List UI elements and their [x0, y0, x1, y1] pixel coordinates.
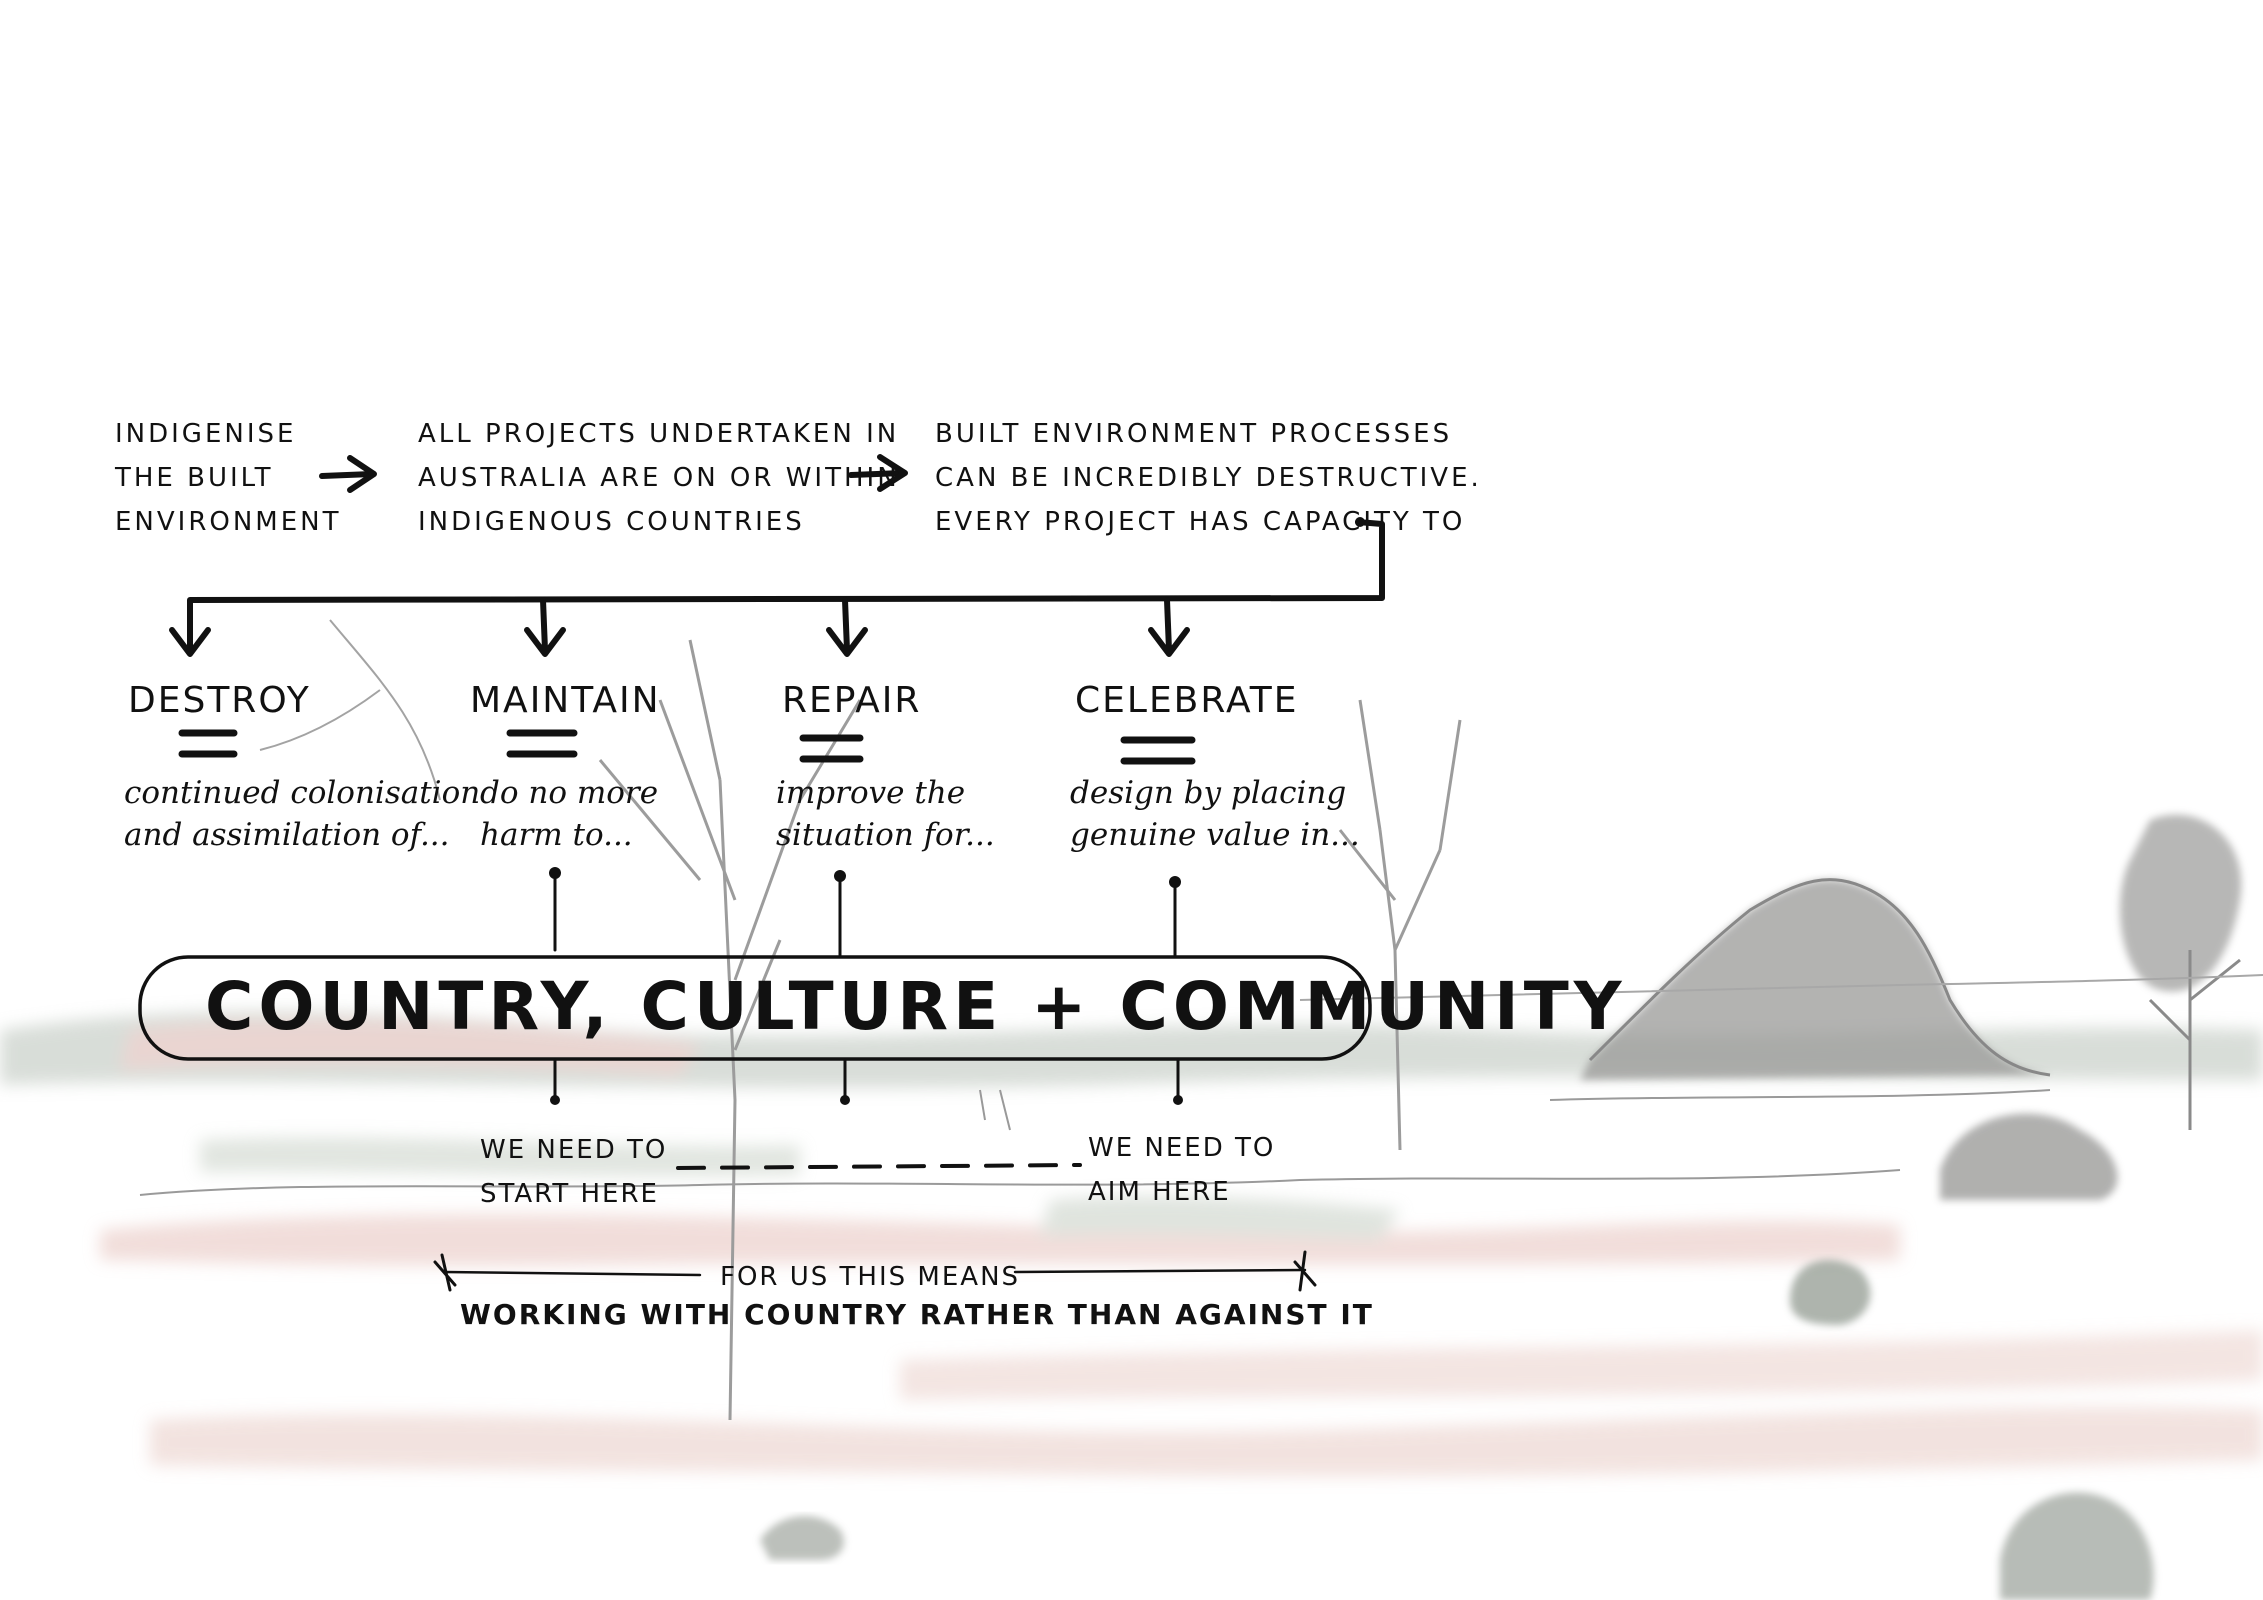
means-label: FOR US THIS MEANS: [720, 1262, 1021, 1292]
banner-title: COUNTRY, CULTURE + COMMUNITY: [205, 968, 1627, 1045]
intro-col-2: ALL PROJECTS UNDERTAKEN IN AUSTRALIA ARE…: [418, 412, 900, 544]
option-celebrate-label: CELEBRATE: [1075, 680, 1299, 721]
text-line: START HERE: [480, 1179, 659, 1209]
option-celebrate-desc: design by placing genuine value in...: [1070, 772, 1360, 856]
text-line: BUILT ENVIRONMENT PROCESSES: [935, 419, 1453, 449]
option-maintain-desc: do no more harm to...: [480, 772, 658, 856]
text-line: WE NEED TO: [1088, 1133, 1276, 1163]
option-maintain-label: MAINTAIN: [470, 680, 661, 721]
text-line: INDIGENOUS COUNTRIES: [418, 507, 805, 537]
text-line: ENVIRONMENT: [115, 507, 342, 537]
text-line: genuine value in...: [1070, 817, 1360, 853]
option-destroy-label: DESTROY: [128, 680, 311, 721]
option-repair-desc: improve the situation for...: [776, 772, 995, 856]
text-line: and assimilation of...: [124, 817, 450, 853]
option-repair-label: REPAIR: [782, 680, 922, 721]
text-line: ALL PROJECTS UNDERTAKEN IN: [418, 419, 900, 449]
text-line: do no more: [480, 775, 659, 811]
conclusion-statement: WORKING WITH COUNTRY RATHER THAN AGAINST…: [460, 1298, 1374, 1331]
text-line: INDIGENISE: [115, 419, 297, 449]
arrow-right-icon: [319, 455, 377, 493]
text-line: AIM HERE: [1088, 1177, 1231, 1207]
option-destroy-desc: continued colonisation and assimilation …: [124, 772, 480, 856]
text-line: CAN BE INCREDIBLY DESTRUCTIVE.: [935, 463, 1482, 493]
text-line: AUSTRALIA ARE ON OR WITHIN: [418, 463, 900, 493]
text-line: design by placing: [1070, 775, 1347, 811]
start-here-note: WE NEED TO START HERE: [480, 1128, 667, 1216]
text-line: continued colonisation: [124, 775, 481, 811]
intro-col-1: INDIGENISE THE BUILT ENVIRONMENT: [115, 412, 342, 544]
text-line: EVERY PROJECT HAS CAPACITY TO: [935, 507, 1466, 537]
intro-col-3: BUILT ENVIRONMENT PROCESSES CAN BE INCRE…: [935, 412, 1482, 544]
arrow-right-icon: [848, 454, 908, 492]
text-line: harm to...: [480, 817, 633, 853]
text-line: WE NEED TO: [480, 1135, 668, 1165]
text-line: improve the: [776, 775, 966, 811]
aim-here-note: WE NEED TO AIM HERE: [1088, 1126, 1275, 1214]
text-line: THE BUILT: [115, 463, 274, 493]
text-line: situation for...: [776, 817, 995, 853]
